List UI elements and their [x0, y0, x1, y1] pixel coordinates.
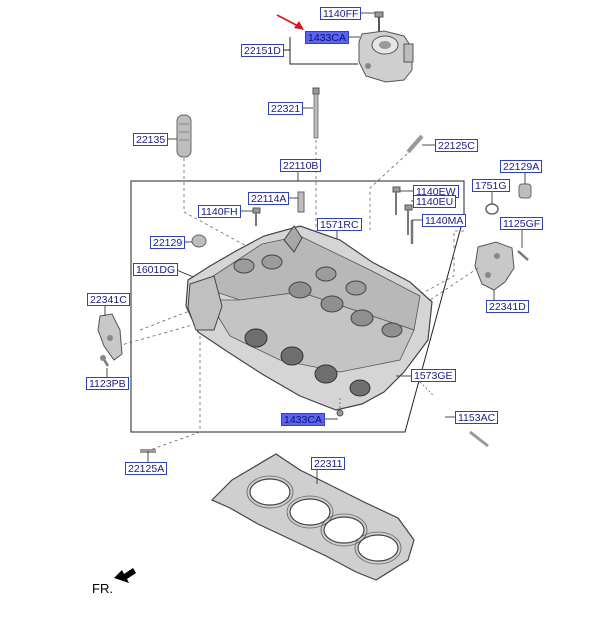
label-1140FF[interactable]: 1140FF	[320, 7, 362, 20]
label-1433CA-top[interactable]: 1433CA	[305, 31, 349, 44]
bolt-1140FH	[252, 207, 261, 226]
leader-22151D	[289, 37, 358, 65]
label-22129A[interactable]: 22129A	[500, 160, 543, 173]
label-1571RC[interactable]: 1571RC	[317, 218, 362, 231]
callout-arrow	[276, 14, 304, 30]
dash-22125A	[149, 336, 201, 451]
bolt-1140EU	[404, 204, 413, 235]
label-22129[interactable]: 22129	[150, 236, 186, 249]
label-1123PB[interactable]: 1123PB	[86, 377, 129, 390]
label-22151D[interactable]: 22151D	[241, 44, 284, 57]
label-1140MA[interactable]: 1140MA	[422, 214, 467, 227]
label-1140EU[interactable]: 1140EU	[413, 195, 457, 208]
sensor-housing-part	[358, 30, 414, 83]
front-direction-arrow-icon	[114, 568, 136, 583]
assembly-frame	[130, 180, 465, 433]
pin-22125C	[406, 134, 424, 154]
pin-1153AC	[469, 430, 489, 448]
pin-22114A	[297, 191, 305, 213]
label-22125C[interactable]: 22125C	[435, 139, 478, 152]
label-1751G[interactable]: 1751G	[472, 179, 510, 192]
label-22311[interactable]: 22311	[311, 457, 346, 470]
bracket-22341D	[474, 241, 515, 291]
label-22135[interactable]: 22135	[133, 133, 169, 146]
front-indicator-text: FR.	[92, 581, 113, 596]
bolt-1123PB	[100, 355, 110, 367]
cylinder-head-22110B	[185, 225, 433, 411]
label-1153AC[interactable]: 1153AC	[455, 411, 499, 424]
bolt-1140EW	[392, 186, 401, 215]
bolt-1140FF	[374, 11, 384, 32]
label-22125A[interactable]: 22125A	[125, 462, 168, 475]
bracket-22341C	[97, 313, 123, 361]
label-22321[interactable]: 22321	[268, 102, 304, 115]
plug-22129	[191, 234, 207, 248]
label-22114A[interactable]: 22114A	[248, 192, 290, 205]
plug-1433CA-bottom	[336, 409, 344, 417]
dash-22135	[183, 158, 251, 249]
cap-22129A	[518, 183, 532, 199]
oring-1751G	[485, 203, 499, 215]
label-22341D[interactable]: 22341D	[486, 300, 529, 313]
guide-dashes-right	[409, 230, 464, 301]
label-22110B[interactable]: 22110B	[280, 159, 322, 172]
label-1601DG[interactable]: 1601DG	[133, 263, 179, 276]
label-22341C[interactable]: 22341C	[87, 293, 130, 306]
label-1433CA-bottom[interactable]: 1433CA	[281, 413, 325, 426]
label-1125GF[interactable]: 1125GF	[500, 217, 544, 230]
dash-1573GE	[419, 381, 435, 397]
head-gasket-22311	[210, 453, 415, 581]
bolt-1125GF	[517, 250, 529, 261]
label-1573GE[interactable]: 1573GE	[411, 369, 456, 382]
label-1140FH[interactable]: 1140FH	[198, 205, 241, 218]
tube-22135	[176, 114, 192, 158]
dash-22125C	[369, 153, 408, 230]
head-bolt-22321	[312, 87, 320, 139]
